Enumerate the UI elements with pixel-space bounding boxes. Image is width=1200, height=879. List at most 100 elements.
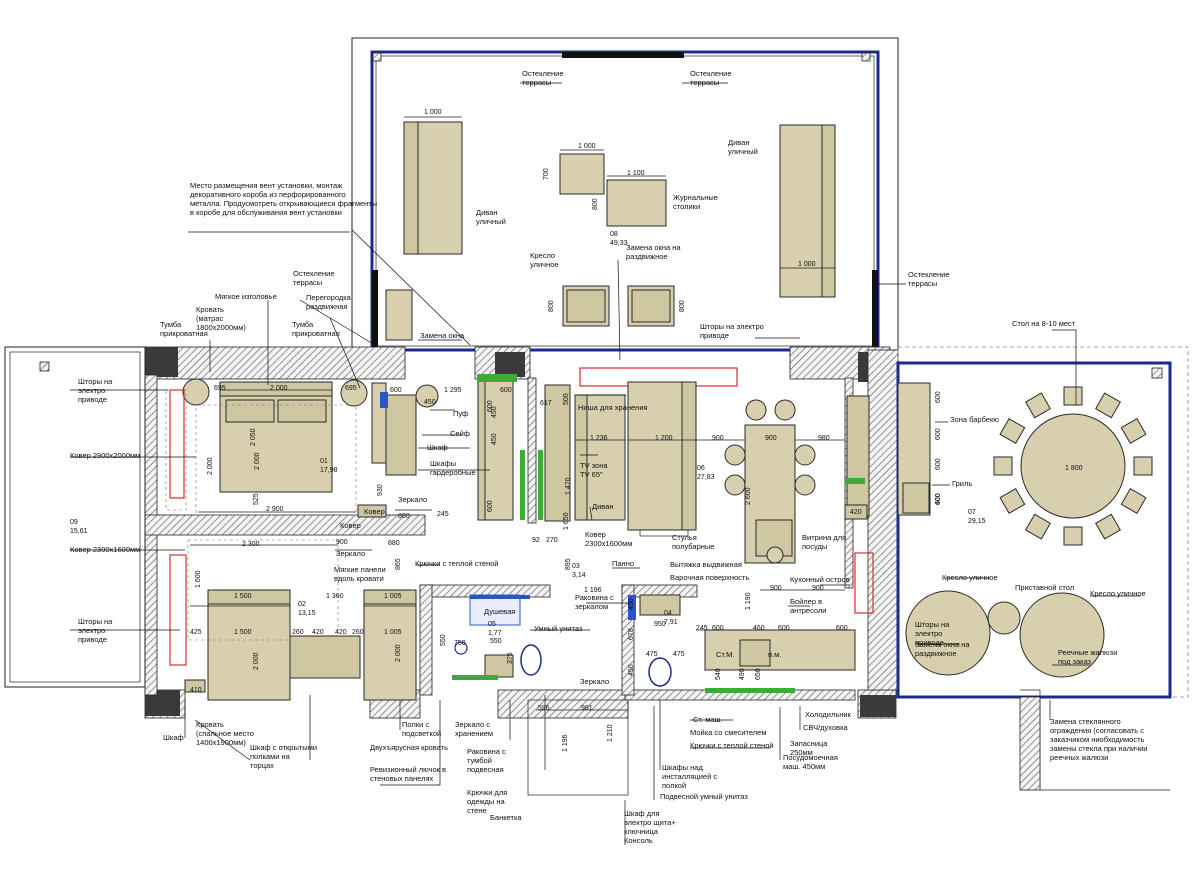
dimension-label: 425 xyxy=(190,629,202,636)
dimension-label: 695 xyxy=(345,385,357,392)
dimension-label: 245 xyxy=(696,625,708,632)
dimension-label: 617 xyxy=(540,400,552,407)
dimension-label: 950 xyxy=(654,621,666,628)
dimension-label: 600 xyxy=(487,500,494,512)
dimension-label: 400 xyxy=(935,493,942,505)
dimension-label: 450 xyxy=(628,598,635,610)
room-area: 27,83 xyxy=(697,474,715,481)
dimension-label: 1 600 xyxy=(195,570,202,588)
dimension-label: 525 xyxy=(253,493,260,505)
text-layer: 0849,330915,610117,980213,15033,14047,91… xyxy=(70,69,1148,845)
label-mirror-2: Зеркало xyxy=(336,549,365,558)
walls xyxy=(144,346,899,796)
label-washing-machine: Ст. маш. xyxy=(693,715,723,724)
dimension-label: 650 xyxy=(755,668,762,680)
label-storage-niche: Ниша для хранения xyxy=(578,403,648,412)
label-wm-short: Ст.М. xyxy=(716,650,734,659)
dimension-label: 600 xyxy=(487,400,494,412)
room-area: 13,15 xyxy=(298,610,316,617)
room-area: 1,77 xyxy=(488,630,502,637)
label-safe: Сейф xyxy=(450,429,470,438)
dimension-label: 540 xyxy=(715,668,722,680)
nightstand-right-icon xyxy=(340,379,368,407)
dimension-label: 1 470 xyxy=(565,477,572,495)
dimension-label: 800 xyxy=(548,300,555,312)
dimension-label: 695 xyxy=(214,385,226,392)
room-num: 09 xyxy=(70,519,78,526)
label-table-8-10: Стол на 8-10 мест xyxy=(1012,319,1076,328)
label-mirror-1: Зеркало xyxy=(398,495,427,504)
label-fridge: Холодильник xyxy=(805,710,852,719)
dimension-label: 500 xyxy=(563,393,570,405)
room-area: 15,61 xyxy=(70,528,88,535)
dimension-label: 450 xyxy=(491,406,498,418)
armchair-outdoor-1 xyxy=(905,590,991,676)
dimension-label: 2 050 xyxy=(250,428,257,446)
dimension-label: 2 000 xyxy=(395,644,402,662)
leader-lines xyxy=(70,82,1140,845)
dimension-label: 800 xyxy=(592,198,599,210)
label-shower: Душевая xyxy=(484,607,515,616)
label-panno: Панно xyxy=(612,559,634,568)
dimension-label: 450 xyxy=(491,433,498,445)
label-sink-mixer: Мойка со смесителем xyxy=(690,728,766,737)
dining-chair xyxy=(1025,513,1051,540)
dimension-label: 2 300 xyxy=(242,541,260,548)
room-num: 06 xyxy=(697,465,705,472)
dining-chair xyxy=(1120,418,1147,444)
label-carpet-bed2: Ковер 2300х1600мм xyxy=(70,545,140,554)
dimension-label: 2 900 xyxy=(266,506,284,513)
dining-chairs xyxy=(993,386,1153,546)
dimension-label: 600 xyxy=(778,625,790,632)
dimension-label: 460 xyxy=(753,625,765,632)
dimension-label: 1 000 xyxy=(798,261,816,268)
dimension-label: 2 000 xyxy=(254,452,261,470)
dimension-label: 600 xyxy=(390,387,402,394)
dimension-label: 900 xyxy=(770,585,782,592)
coffee-table-1 xyxy=(559,153,605,195)
dimension-label: 420 xyxy=(850,509,862,516)
label-wardrobe: Шкаф xyxy=(427,443,448,452)
dimension-label: 865 xyxy=(395,558,402,570)
dimension-label: 375 xyxy=(507,652,514,664)
terrace-top xyxy=(351,37,899,352)
dimension-label: 1 190 xyxy=(745,592,752,610)
dimension-label: 1 000 xyxy=(578,143,596,150)
label-heated-hooks-2: Крючки с теплой стеной xyxy=(690,741,774,750)
label-carpet-bed1: Ковер 2900х2000мм xyxy=(70,451,140,460)
dimension-label: 260 xyxy=(292,629,304,636)
dimension-label: 550 xyxy=(490,638,502,645)
room-num: 05 xyxy=(488,621,496,628)
dimension-label: 600 xyxy=(836,625,848,632)
dimension-label: 750 xyxy=(454,640,466,647)
dimension-label: 800 xyxy=(398,513,410,520)
bunk-bed xyxy=(363,589,417,701)
dimension-label: 1 005 xyxy=(384,593,402,600)
label-smart-toilet: Умный унитаз xyxy=(534,624,583,633)
side-table-icon xyxy=(987,601,1021,635)
dining-chair xyxy=(1120,488,1147,514)
dining-chair xyxy=(1133,456,1153,476)
dimension-label: 900 xyxy=(336,539,348,546)
dimension-label: 700 xyxy=(543,168,550,180)
label-mirror-3: Зеркало xyxy=(580,677,609,686)
dimension-label: 245 xyxy=(437,511,449,518)
dimension-label: 475 xyxy=(673,651,685,658)
dimension-label: 900 xyxy=(812,585,824,592)
